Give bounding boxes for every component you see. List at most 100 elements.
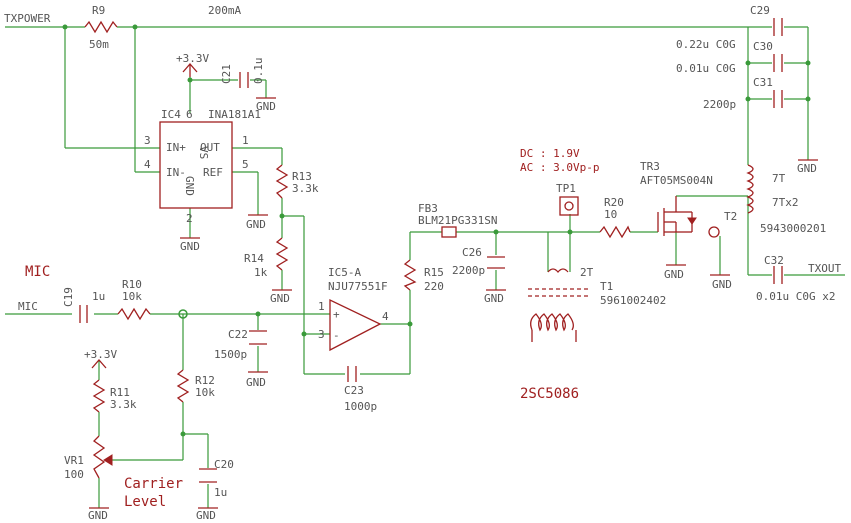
junction-dots xyxy=(62,24,811,437)
seven-t: 7T xyxy=(772,172,786,185)
r13-label: R13 xyxy=(292,170,312,183)
r11-label: R11 xyxy=(110,386,130,399)
c29-value: 0.22u C0G xyxy=(676,38,736,51)
gnd-c21: GND xyxy=(256,100,276,113)
c30-label: C30 xyxy=(753,40,773,53)
pin6: 6 xyxy=(186,108,193,121)
seven-tx2: 7Tx2 xyxy=(772,196,799,209)
pin1: 1 xyxy=(242,134,249,147)
c31-label: C31 xyxy=(753,76,773,89)
test-node xyxy=(178,309,188,319)
dc-label: DC : 1.9V xyxy=(520,147,580,160)
gnd-tr3: GND xyxy=(664,268,684,281)
ac-label: AC : 3.0Vp-p xyxy=(520,161,599,174)
gnd-t2: GND xyxy=(712,278,732,291)
ic4-chip xyxy=(159,121,233,209)
vcc-ic4: +3.3V xyxy=(176,52,209,65)
r9-resistor xyxy=(84,20,118,34)
c32-capacitor xyxy=(773,266,783,284)
r15-value: 220 xyxy=(424,280,444,293)
r13-resistor xyxy=(275,164,289,199)
gnd-c29: GND xyxy=(797,162,817,175)
labels: TXPOWER R9 50m 200mA C29 0.22u C0G C30 0… xyxy=(4,4,841,522)
ic5-pin1: 1 xyxy=(318,300,325,313)
vs-pin: VS xyxy=(197,146,210,159)
level-label: Level xyxy=(124,494,166,510)
gnd-c20: GND xyxy=(196,509,216,522)
tp1-testpoint xyxy=(559,196,579,216)
gnd-c22: GND xyxy=(246,376,266,389)
gnd-r14: GND xyxy=(270,292,290,305)
c26-label: C26 xyxy=(462,246,482,259)
gnd-ic4: GND xyxy=(180,240,200,253)
tr3-mosfet xyxy=(657,196,697,236)
c32-label: C32 xyxy=(764,254,784,267)
t2-value: 5943000201 xyxy=(760,222,826,235)
t2-terminal xyxy=(708,226,720,238)
c31-value: 2200p xyxy=(703,98,736,111)
tr3-label: TR3 xyxy=(640,160,660,173)
t1-value: 5961002402 xyxy=(600,294,666,307)
mic-title: MIC xyxy=(25,264,50,280)
c19-value: 1u xyxy=(92,290,105,303)
c19-capacitor xyxy=(79,305,88,323)
vr1-value: 100 xyxy=(64,468,84,481)
vcc-vr1: +3.3V xyxy=(84,348,117,361)
c21-value: 0.1u xyxy=(252,58,265,85)
r20-label: R20 xyxy=(604,196,624,209)
gnd-ref: GND xyxy=(246,218,266,231)
svg-text:+: + xyxy=(333,308,340,321)
gnd-symbols xyxy=(89,97,818,509)
r11-value: 3.3k xyxy=(110,398,137,411)
r12-label: R12 xyxy=(195,374,215,387)
c19-label: C19 xyxy=(62,287,75,307)
vr1-label: VR1 xyxy=(64,454,84,467)
c29-capacitor xyxy=(773,18,783,36)
c26-capacitor xyxy=(487,256,505,269)
txpower-label: TXPOWER xyxy=(4,12,51,25)
two-t-label: 2T xyxy=(580,266,594,279)
tp1-label: TP1 xyxy=(556,182,576,195)
out-pin: OUT xyxy=(200,141,220,154)
c23-value: 1000p xyxy=(344,400,377,413)
fb3-value: BLM21PG331SN xyxy=(418,214,497,227)
c31-capacitor xyxy=(773,90,783,108)
r10-label: R10 xyxy=(122,278,142,291)
c30-value: 0.01u C0G xyxy=(676,62,736,75)
t1-transformer xyxy=(528,268,588,342)
svg-text:-: - xyxy=(333,329,340,342)
c32-value: 0.01u C0G x2 xyxy=(756,290,835,303)
ic5-opamp xyxy=(329,298,382,352)
r14-resistor xyxy=(275,237,289,271)
c22-capacitor xyxy=(249,330,267,345)
wires xyxy=(5,26,845,508)
c20-label: C20 xyxy=(214,458,234,471)
carrier-label: Carrier xyxy=(124,476,183,492)
inp-pin: IN+ xyxy=(166,141,186,154)
r13-value: 3.3k xyxy=(292,182,319,195)
ref-pin: REF xyxy=(203,166,223,179)
c22-label: C22 xyxy=(228,328,248,341)
r20-resistor xyxy=(599,225,631,239)
pin5: 5 xyxy=(242,158,249,171)
r9-value: 50m xyxy=(89,38,109,51)
t2-coil xyxy=(746,164,754,214)
fb3-label: FB3 xyxy=(418,202,438,215)
t2-label: T2 xyxy=(724,210,737,223)
r10-value: 10k xyxy=(122,290,142,303)
c21-capacitor xyxy=(239,72,249,88)
r15-label: R15 xyxy=(424,266,444,279)
c20-capacitor xyxy=(199,468,217,483)
inn-pin: IN- xyxy=(166,166,186,179)
ic4-value: INA181A1 xyxy=(208,108,261,121)
c23-capacitor xyxy=(347,366,357,382)
pin2: 2 xyxy=(186,212,193,225)
r15-resistor xyxy=(403,259,417,291)
t1-label: T1 xyxy=(600,280,613,293)
r14-label: R14 xyxy=(244,252,264,265)
txout-label: TXOUT xyxy=(808,262,841,275)
c29-label: C29 xyxy=(750,4,770,17)
part-number: 2SC5086 xyxy=(520,386,579,402)
vr1-potentiometer xyxy=(92,435,106,479)
